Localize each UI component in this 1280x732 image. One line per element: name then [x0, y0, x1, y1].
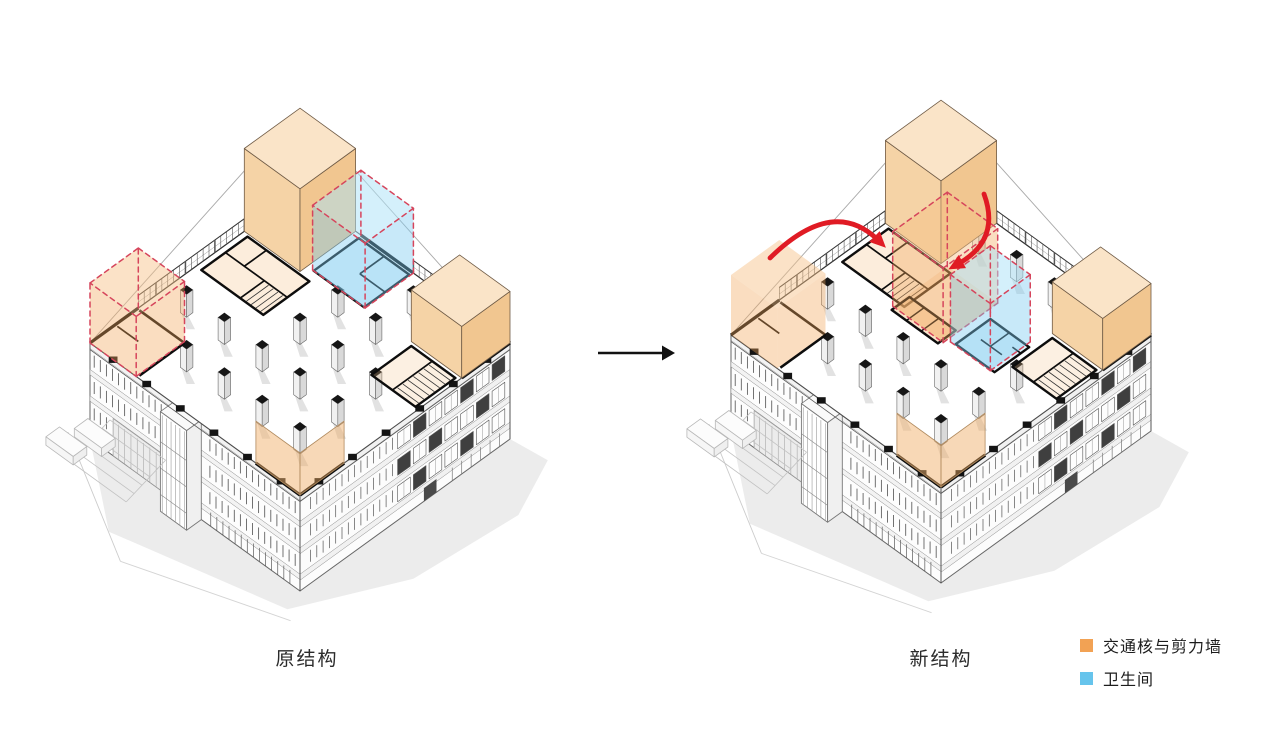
core-tower-volume: [243, 107, 357, 273]
left-corner-shear-wall: [89, 247, 186, 378]
existing-stair-core-plan: [200, 235, 311, 317]
front-corner-shear-wall: [895, 412, 987, 489]
building-original: [45, 107, 548, 622]
transition-arrow-icon: [598, 345, 675, 361]
legend: 交通核与剪力墙 卫生间: [1080, 633, 1222, 699]
caption-new-structure: 新结构: [909, 649, 973, 670]
right-corner-core: [370, 254, 511, 408]
right-corner-core: [1011, 246, 1152, 400]
core-tower-volume: [885, 99, 997, 265]
relocation-arrow-left: [767, 219, 886, 261]
entry-steps: [45, 418, 166, 503]
legend-label-washroom: 卫生间: [1103, 672, 1155, 689]
railing: [137, 218, 246, 309]
caption-original-structure: 原结构: [275, 649, 339, 670]
entry-steps: [686, 410, 807, 495]
bathroom-volume: [311, 169, 415, 309]
columns: [180, 285, 422, 467]
stair-tower: [800, 392, 843, 523]
front-corner-shear-wall: [254, 420, 346, 497]
legend-item-washroom: 卫生间: [1080, 666, 1222, 690]
legend-swatch-core-icon: [1080, 638, 1093, 652]
relocated-bathroom-volume: [949, 245, 1031, 374]
stair-tower: [159, 400, 202, 531]
legend-label-core: 交通核与剪力墙: [1103, 639, 1223, 656]
left-corner-shear-wall: [731, 240, 827, 369]
legend-item-core: 交通核与剪力墙: [1080, 633, 1222, 657]
relocation-arrow-right: [948, 191, 992, 270]
legend-swatch-washroom-icon: [1080, 671, 1093, 685]
building-new: [686, 99, 1189, 614]
existing-stair-core-plan: [841, 227, 952, 309]
facade-right: [940, 334, 1152, 584]
